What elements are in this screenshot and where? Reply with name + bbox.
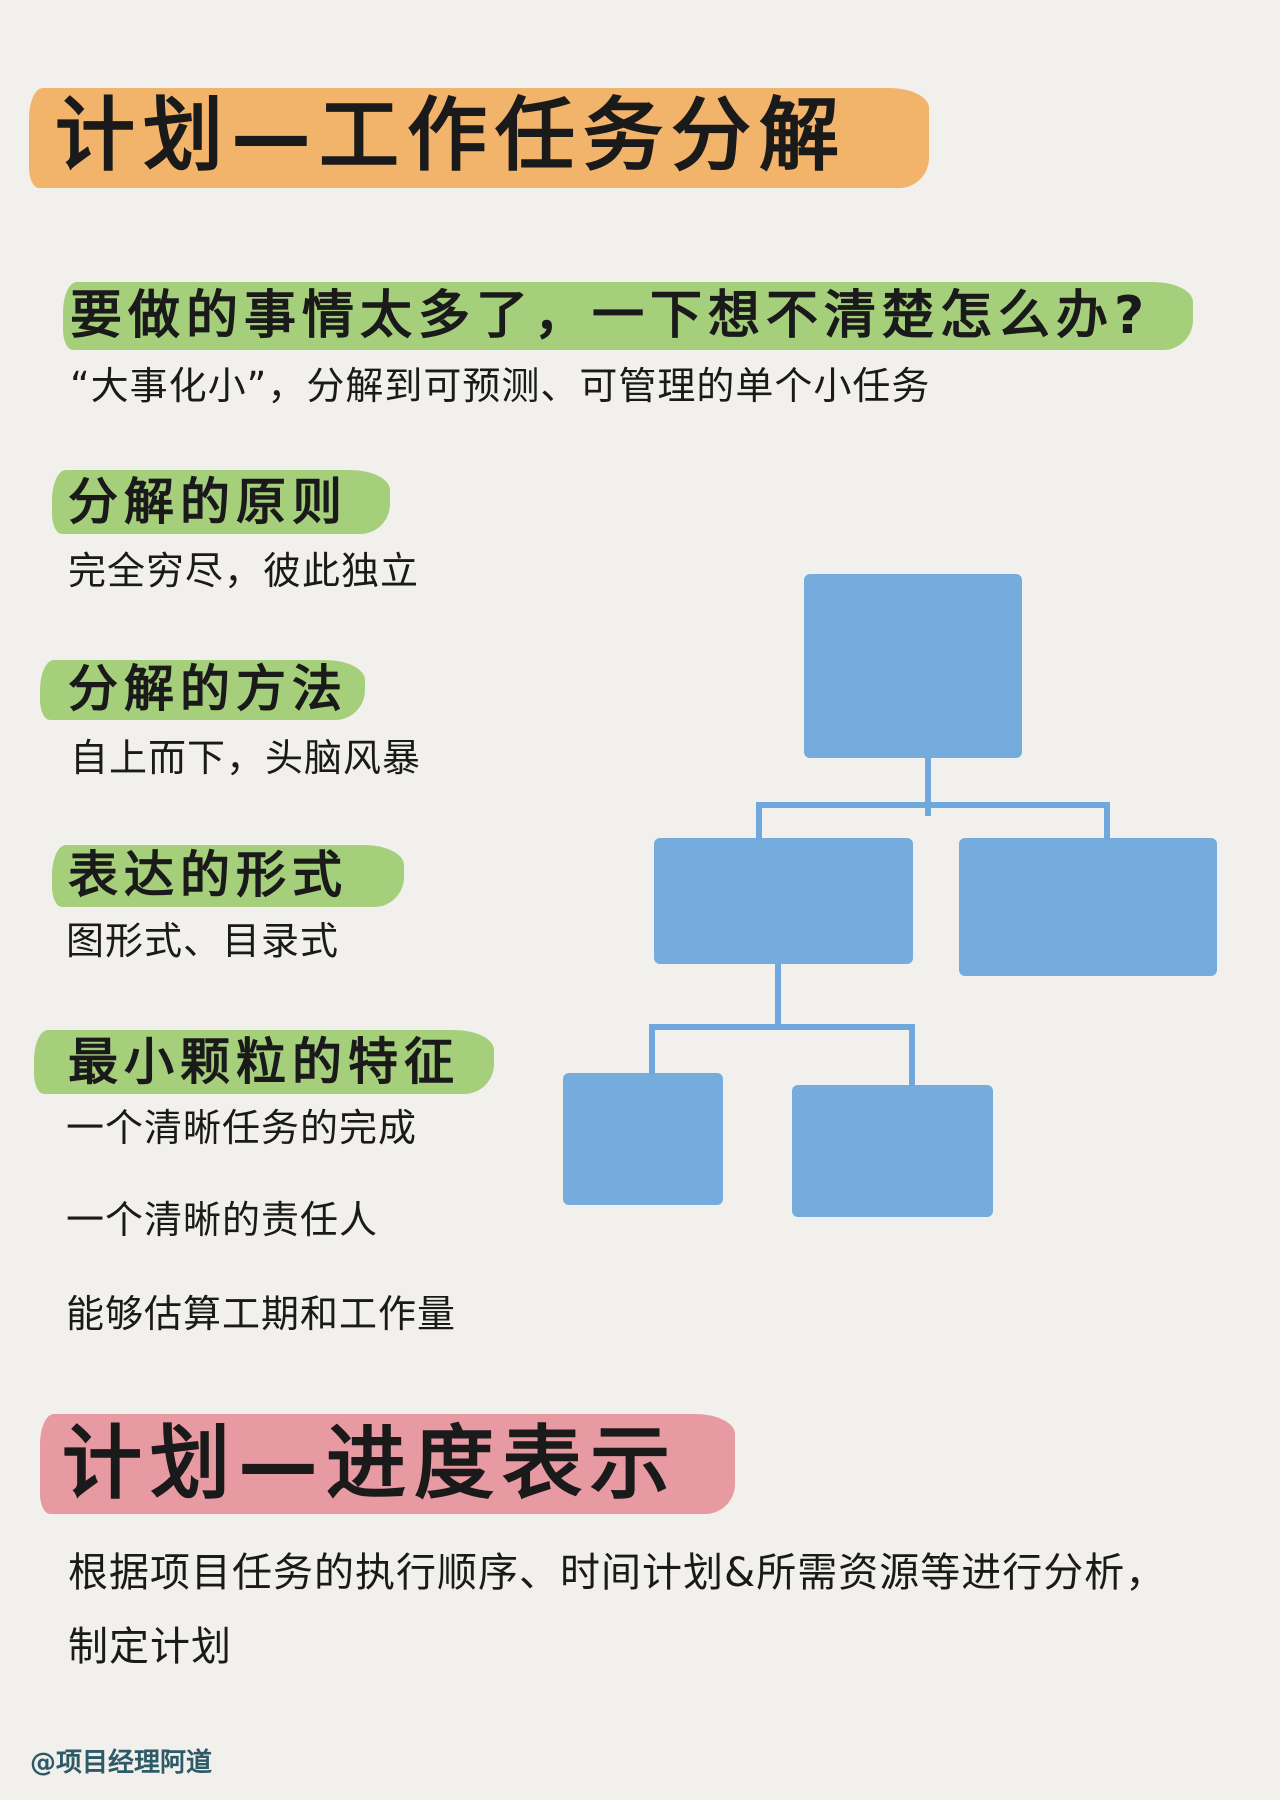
author-watermark: @项目经理阿道 (30, 1748, 213, 1778)
tree-node-level2-left (654, 838, 913, 964)
granularity-heading: 最小颗粒的特征 (68, 1033, 460, 1091)
granularity-item: 一个清晰任务的完成 (66, 1106, 418, 1150)
principle-text: 完全穷尽，彼此独立 (68, 549, 420, 593)
tree-node-level2-right (959, 838, 1217, 976)
principle-highlight (52, 470, 390, 534)
tree-node-level3-right (792, 1085, 993, 1217)
title-highlight-pink (40, 1414, 735, 1514)
title-highlight-orange (29, 88, 929, 188)
tree-connector (649, 1024, 655, 1074)
tree-connector (925, 758, 931, 816)
question-highlight (63, 282, 1193, 350)
schedule-title: 计划—进度表示 (62, 1417, 678, 1510)
tree-connector (1104, 802, 1110, 840)
wbs-title: 计划—工作任务分解 (55, 89, 847, 182)
tree-connector (756, 802, 762, 840)
question-heading: 要做的事情太多了，一下想不清楚怎么办? (70, 286, 1151, 346)
granularity-highlight (34, 1030, 494, 1094)
question-answer: “大事化小”，分解到可预测、可管理的单个小任务 (70, 364, 931, 408)
tree-node-level3-left (563, 1073, 723, 1205)
form-text: 图形式、目录式 (66, 919, 340, 963)
method-text: 自上而下，头脑风暴 (70, 736, 422, 780)
schedule-text: 制定计划 (68, 1624, 232, 1670)
tree-connector (649, 1024, 915, 1030)
granularity-item: 能够估算工期和工作量 (66, 1292, 457, 1336)
form-highlight (52, 845, 404, 907)
tree-connector (775, 964, 781, 1028)
granularity-item: 一个清晰的责任人 (66, 1198, 379, 1242)
method-highlight (40, 660, 365, 720)
form-heading: 表达的形式 (68, 846, 348, 904)
method-heading: 分解的方法 (68, 660, 348, 718)
principle-heading: 分解的原则 (68, 473, 348, 531)
tree-connector (909, 1024, 915, 1086)
schedule-text: 根据项目任务的执行顺序、时间计划&所需资源等进行分析， (68, 1550, 1167, 1596)
tree-connector (756, 802, 1110, 808)
tree-node-root (804, 574, 1022, 758)
